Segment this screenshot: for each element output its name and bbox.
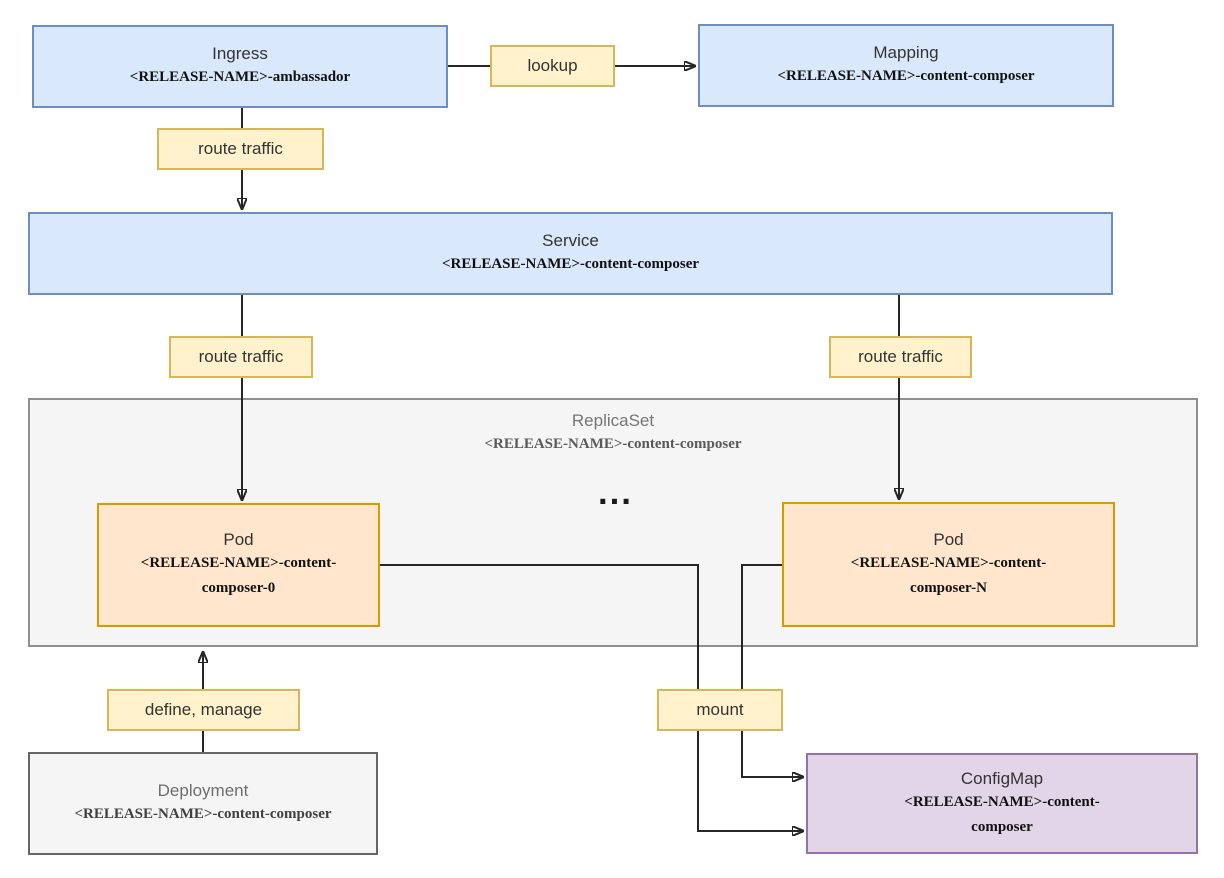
pod-0-title: Pod xyxy=(223,530,254,549)
node-ingress: Ingress <RELEASE-NAME>-ambassador xyxy=(32,25,448,108)
node-deployment: Deployment <RELEASE-NAME>-content-compos… xyxy=(28,752,378,855)
deployment-subtitle: <RELEASE-NAME>-content-composer xyxy=(74,806,332,822)
service-subtitle: <RELEASE-NAME>-content-composer xyxy=(441,256,700,272)
pod-0-subtitle: <RELEASE-NAME>-content-composer-0 xyxy=(140,555,337,596)
service-title: Service xyxy=(542,231,599,250)
pod-n-subtitle: <RELEASE-NAME>-content-composer-N xyxy=(850,554,1047,596)
configmap-subtitle: <RELEASE-NAME>-content-composer xyxy=(904,793,1100,835)
deployment-title: Deployment xyxy=(157,781,249,800)
edge-label-route-traffic-pod-0: route traffic xyxy=(169,336,313,378)
edge-label-mount: mount xyxy=(657,689,783,731)
node-mapping: Mapping <RELEASE-NAME>-content-composer xyxy=(698,24,1114,107)
pods-ellipsis: ... xyxy=(597,478,633,511)
node-pod-n: Pod <RELEASE-NAME>-content-composer-N xyxy=(782,502,1115,627)
mapping-subtitle: <RELEASE-NAME>-content-composer xyxy=(777,68,1035,84)
node-service: Service <RELEASE-NAME>-content-composer xyxy=(28,212,1113,295)
replicaset-subtitle: <RELEASE-NAME>-content-composer xyxy=(484,436,742,452)
node-pod-0: Pod <RELEASE-NAME>-content-composer-0 xyxy=(97,503,380,627)
edge-label-lookup: lookup xyxy=(490,45,615,87)
node-configmap: ConfigMap <RELEASE-NAME>-content-compose… xyxy=(806,753,1198,854)
pod-n-title: Pod xyxy=(933,529,964,549)
ingress-title: Ingress xyxy=(212,44,268,63)
edge-label-define-manage: define, manage xyxy=(107,689,300,731)
mapping-title: Mapping xyxy=(873,43,939,62)
edge-label-route-traffic-pod-n: route traffic xyxy=(829,336,972,378)
ingress-subtitle: <RELEASE-NAME>-ambassador xyxy=(129,69,351,85)
edge-label-route-traffic-ingress: route traffic xyxy=(157,128,324,170)
configmap-title: ConfigMap xyxy=(960,768,1044,788)
replicaset-title: ReplicaSet xyxy=(571,411,655,430)
